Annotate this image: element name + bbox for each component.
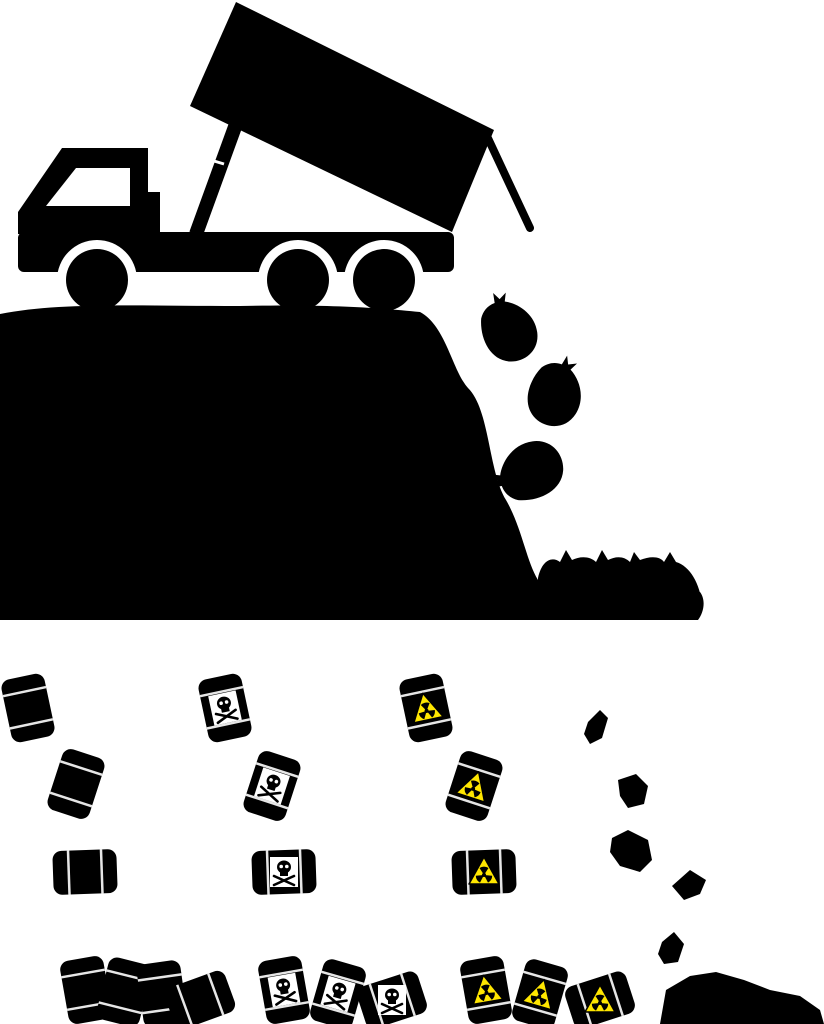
toxic-barrel-icon — [196, 672, 430, 1024]
barrel-icon — [0, 672, 238, 1024]
landfill-mound-icon — [0, 305, 704, 620]
debris-chunk-icon — [584, 710, 824, 1024]
dump-truck-icon — [18, 2, 534, 320]
